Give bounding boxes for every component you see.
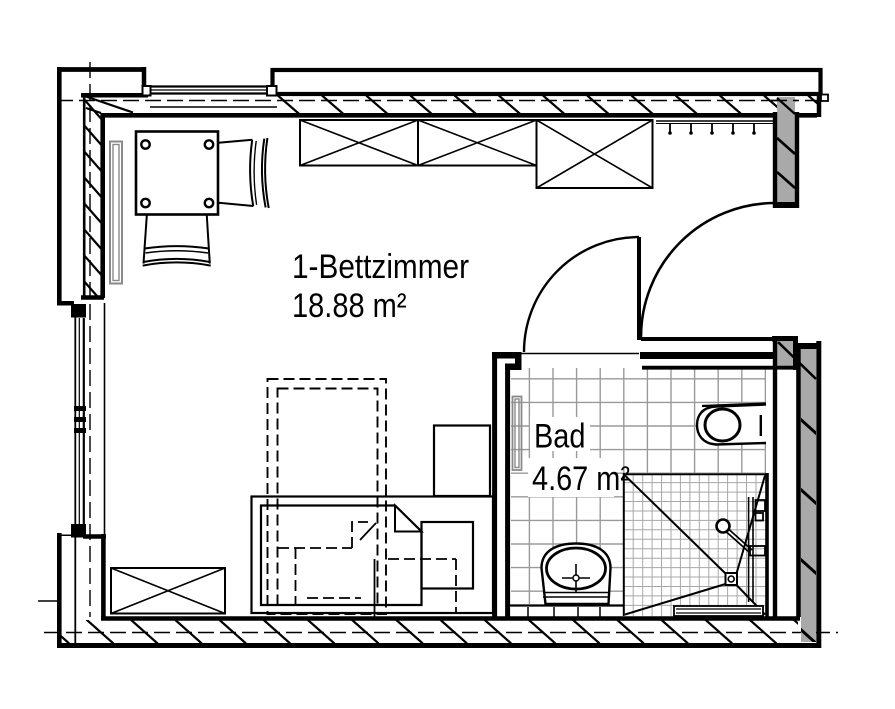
svg-text:18.88 m²: 18.88 m² <box>292 287 407 325</box>
svg-text:Bad: Bad <box>534 418 586 456</box>
svg-text:4.67 m²: 4.67 m² <box>532 460 630 498</box>
svg-text:1-Bettzimmer: 1-Bettzimmer <box>292 248 469 286</box>
